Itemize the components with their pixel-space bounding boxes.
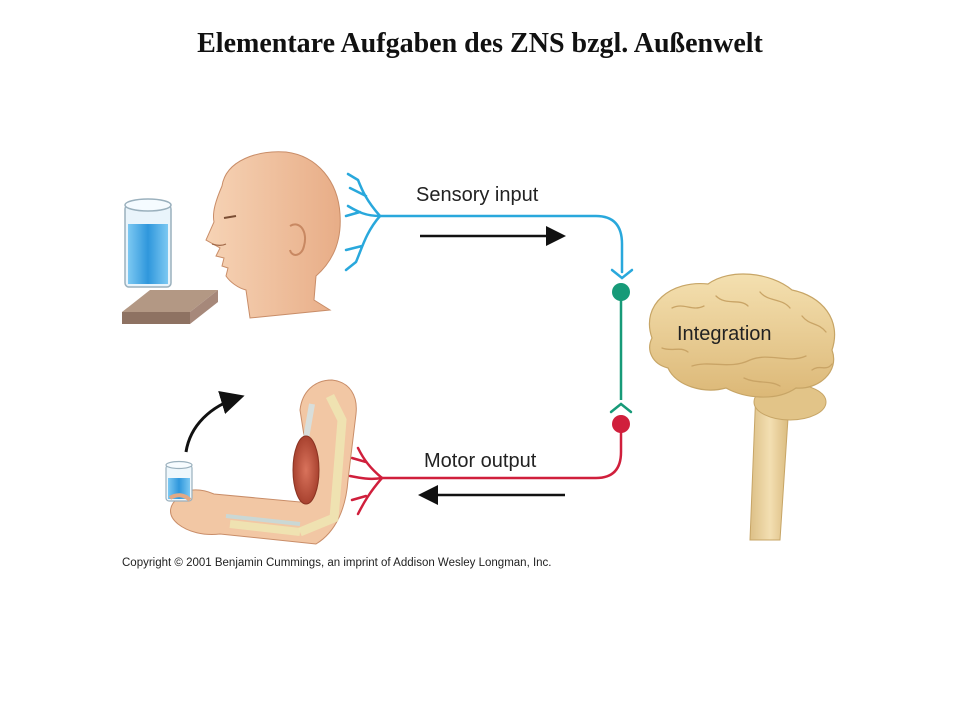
glass-of-water-icon [122, 198, 218, 324]
interneuron [609, 283, 633, 414]
arm-icon [170, 379, 357, 545]
slide-title: Elementare Aufgaben des ZNS bzgl. Außenw… [197, 28, 763, 59]
small-glass-icon [165, 460, 193, 502]
motor-output-label: Motor output [424, 450, 537, 472]
integration-label: Integration [677, 323, 772, 345]
motor-neuron-body [612, 415, 630, 433]
human-head-icon [205, 151, 341, 319]
copyright-notice: Copyright © 2001 Benjamin Cummings, an i… [122, 557, 552, 569]
brain-icon [648, 273, 836, 541]
sensory-input-label: Sensory input [416, 184, 539, 206]
arm-lift-arrow [184, 391, 245, 453]
motor-nerve [348, 428, 623, 516]
flexed-muscle-icon [292, 435, 320, 505]
sensory-nerve [344, 172, 634, 280]
